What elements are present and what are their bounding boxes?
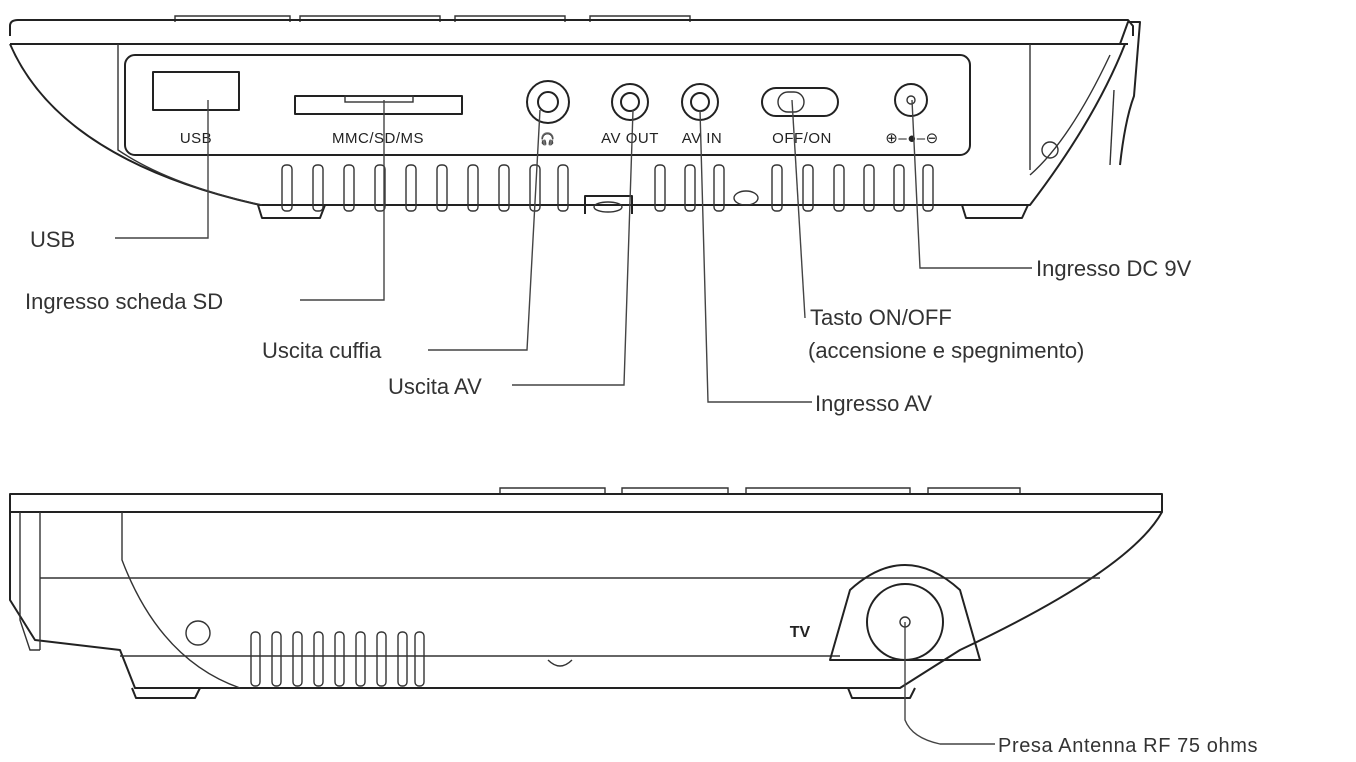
vent-slot — [374, 164, 386, 212]
vent-slot — [893, 164, 905, 212]
leader-av-in — [699, 109, 812, 403]
antenna-housing — [829, 564, 981, 661]
callout-power-key-line2: (accensione e spegnimento) — [808, 338, 1084, 363]
leader-headphone — [428, 109, 541, 351]
bottom-vent-slots — [250, 631, 425, 687]
vent-slot — [713, 164, 725, 212]
callout-av-out: Uscita AV — [388, 374, 482, 399]
bottom-tab — [584, 195, 633, 214]
vent-slot — [313, 631, 324, 687]
leader-av-out — [512, 109, 634, 386]
headphone-panel-label: 🎧 — [540, 132, 555, 146]
vent-slot — [833, 164, 845, 212]
connector-panel — [124, 54, 971, 156]
callout-power-key-line1: Tasto ON/OFF — [810, 305, 952, 330]
top-slab — [9, 19, 1134, 36]
card-slot-inner — [344, 95, 414, 103]
vent-slot — [922, 164, 934, 212]
vent-slot — [557, 164, 569, 212]
vent-slot — [498, 164, 510, 212]
bottom-top-button-4 — [927, 487, 1021, 494]
bottom-slab — [9, 493, 1163, 513]
av-out-jack — [611, 83, 649, 121]
bottom-small-tab — [547, 659, 573, 667]
bottom-body — [9, 511, 1163, 689]
vent-slots-right — [771, 164, 934, 212]
side-hole — [1041, 141, 1059, 159]
dc-polarity-panel-label: ⊕–●–⊖ — [885, 130, 938, 147]
bottom-top-button-3 — [745, 487, 911, 494]
vent-slot — [802, 164, 814, 212]
right-clip — [1119, 21, 1141, 166]
off-on-panel-label: OFF/ON — [772, 130, 832, 147]
vent-slot — [414, 631, 425, 687]
top-body-inner-left — [117, 44, 263, 206]
foot-left — [257, 204, 326, 219]
vent-slot — [405, 164, 417, 212]
bottom-top-button-1 — [499, 487, 606, 494]
card-slot-panel-label: MMC/SD/MS — [332, 130, 424, 147]
callout-antenna: Presa Antenna RF 75 ohms — [998, 735, 1258, 757]
bottom-foot-left — [131, 687, 201, 699]
vent-slot — [250, 631, 261, 687]
leader-sd — [300, 100, 385, 301]
bottom-foot-right — [847, 687, 916, 699]
bottom-oval — [733, 190, 759, 206]
screw-hole — [185, 620, 211, 646]
vent-slot — [397, 631, 408, 687]
headphone-jack-inner — [537, 91, 559, 113]
callout-dc-in: Ingresso DC 9V — [1036, 256, 1192, 281]
vent-slot — [281, 164, 293, 212]
vent-slot — [376, 631, 387, 687]
vent-slot — [654, 164, 666, 212]
bottom-body-inner-left-2 — [121, 512, 241, 689]
usb-port — [152, 71, 240, 111]
vent-slot — [863, 164, 875, 212]
callout-headphone: Uscita cuffia — [262, 338, 382, 363]
card-slot — [294, 95, 463, 115]
bottom-top-button-2 — [621, 487, 729, 494]
vent-slots-left — [281, 164, 569, 212]
vent-slot — [343, 164, 355, 212]
av-in-jack-inner — [690, 92, 710, 112]
foot-right — [961, 204, 1029, 219]
bottom-body-left-clip — [19, 512, 40, 651]
leader-usb — [115, 100, 209, 239]
av-in-panel-label: AV IN — [682, 130, 723, 147]
dc-jack — [894, 83, 928, 117]
vent-slot — [684, 164, 696, 212]
right-clip-inner — [1109, 89, 1115, 166]
av-out-panel-label: AV OUT — [601, 130, 659, 147]
dc-jack-pin — [906, 95, 916, 105]
vent-slot — [355, 631, 366, 687]
vent-slot — [334, 631, 345, 687]
tv-panel-label: TV — [790, 624, 811, 641]
vent-slot — [771, 164, 783, 212]
callout-sd-card: Ingresso scheda SD — [25, 289, 223, 314]
vent-slots-middle — [654, 164, 725, 212]
vent-slot — [292, 631, 303, 687]
power-switch-knob — [777, 91, 805, 113]
top-body-curve-right — [1029, 54, 1111, 176]
vent-slot — [312, 164, 324, 212]
power-switch — [761, 87, 839, 117]
callout-usb: USB — [30, 227, 75, 252]
vent-slot — [467, 164, 479, 212]
vent-slot — [271, 631, 282, 687]
top-device-view — [9, 15, 1141, 219]
vent-slot — [436, 164, 448, 212]
headphone-jack — [526, 80, 570, 124]
leader-power — [791, 99, 806, 319]
callout-av-in: Ingresso AV — [815, 391, 932, 416]
bottom-device-view — [9, 487, 1163, 699]
bottom-tab-hole — [593, 201, 623, 213]
leader-antenna — [904, 622, 995, 745]
usb-panel-label: USB — [180, 130, 212, 147]
av-out-jack-inner — [620, 92, 640, 112]
leader-dc — [911, 99, 1032, 269]
